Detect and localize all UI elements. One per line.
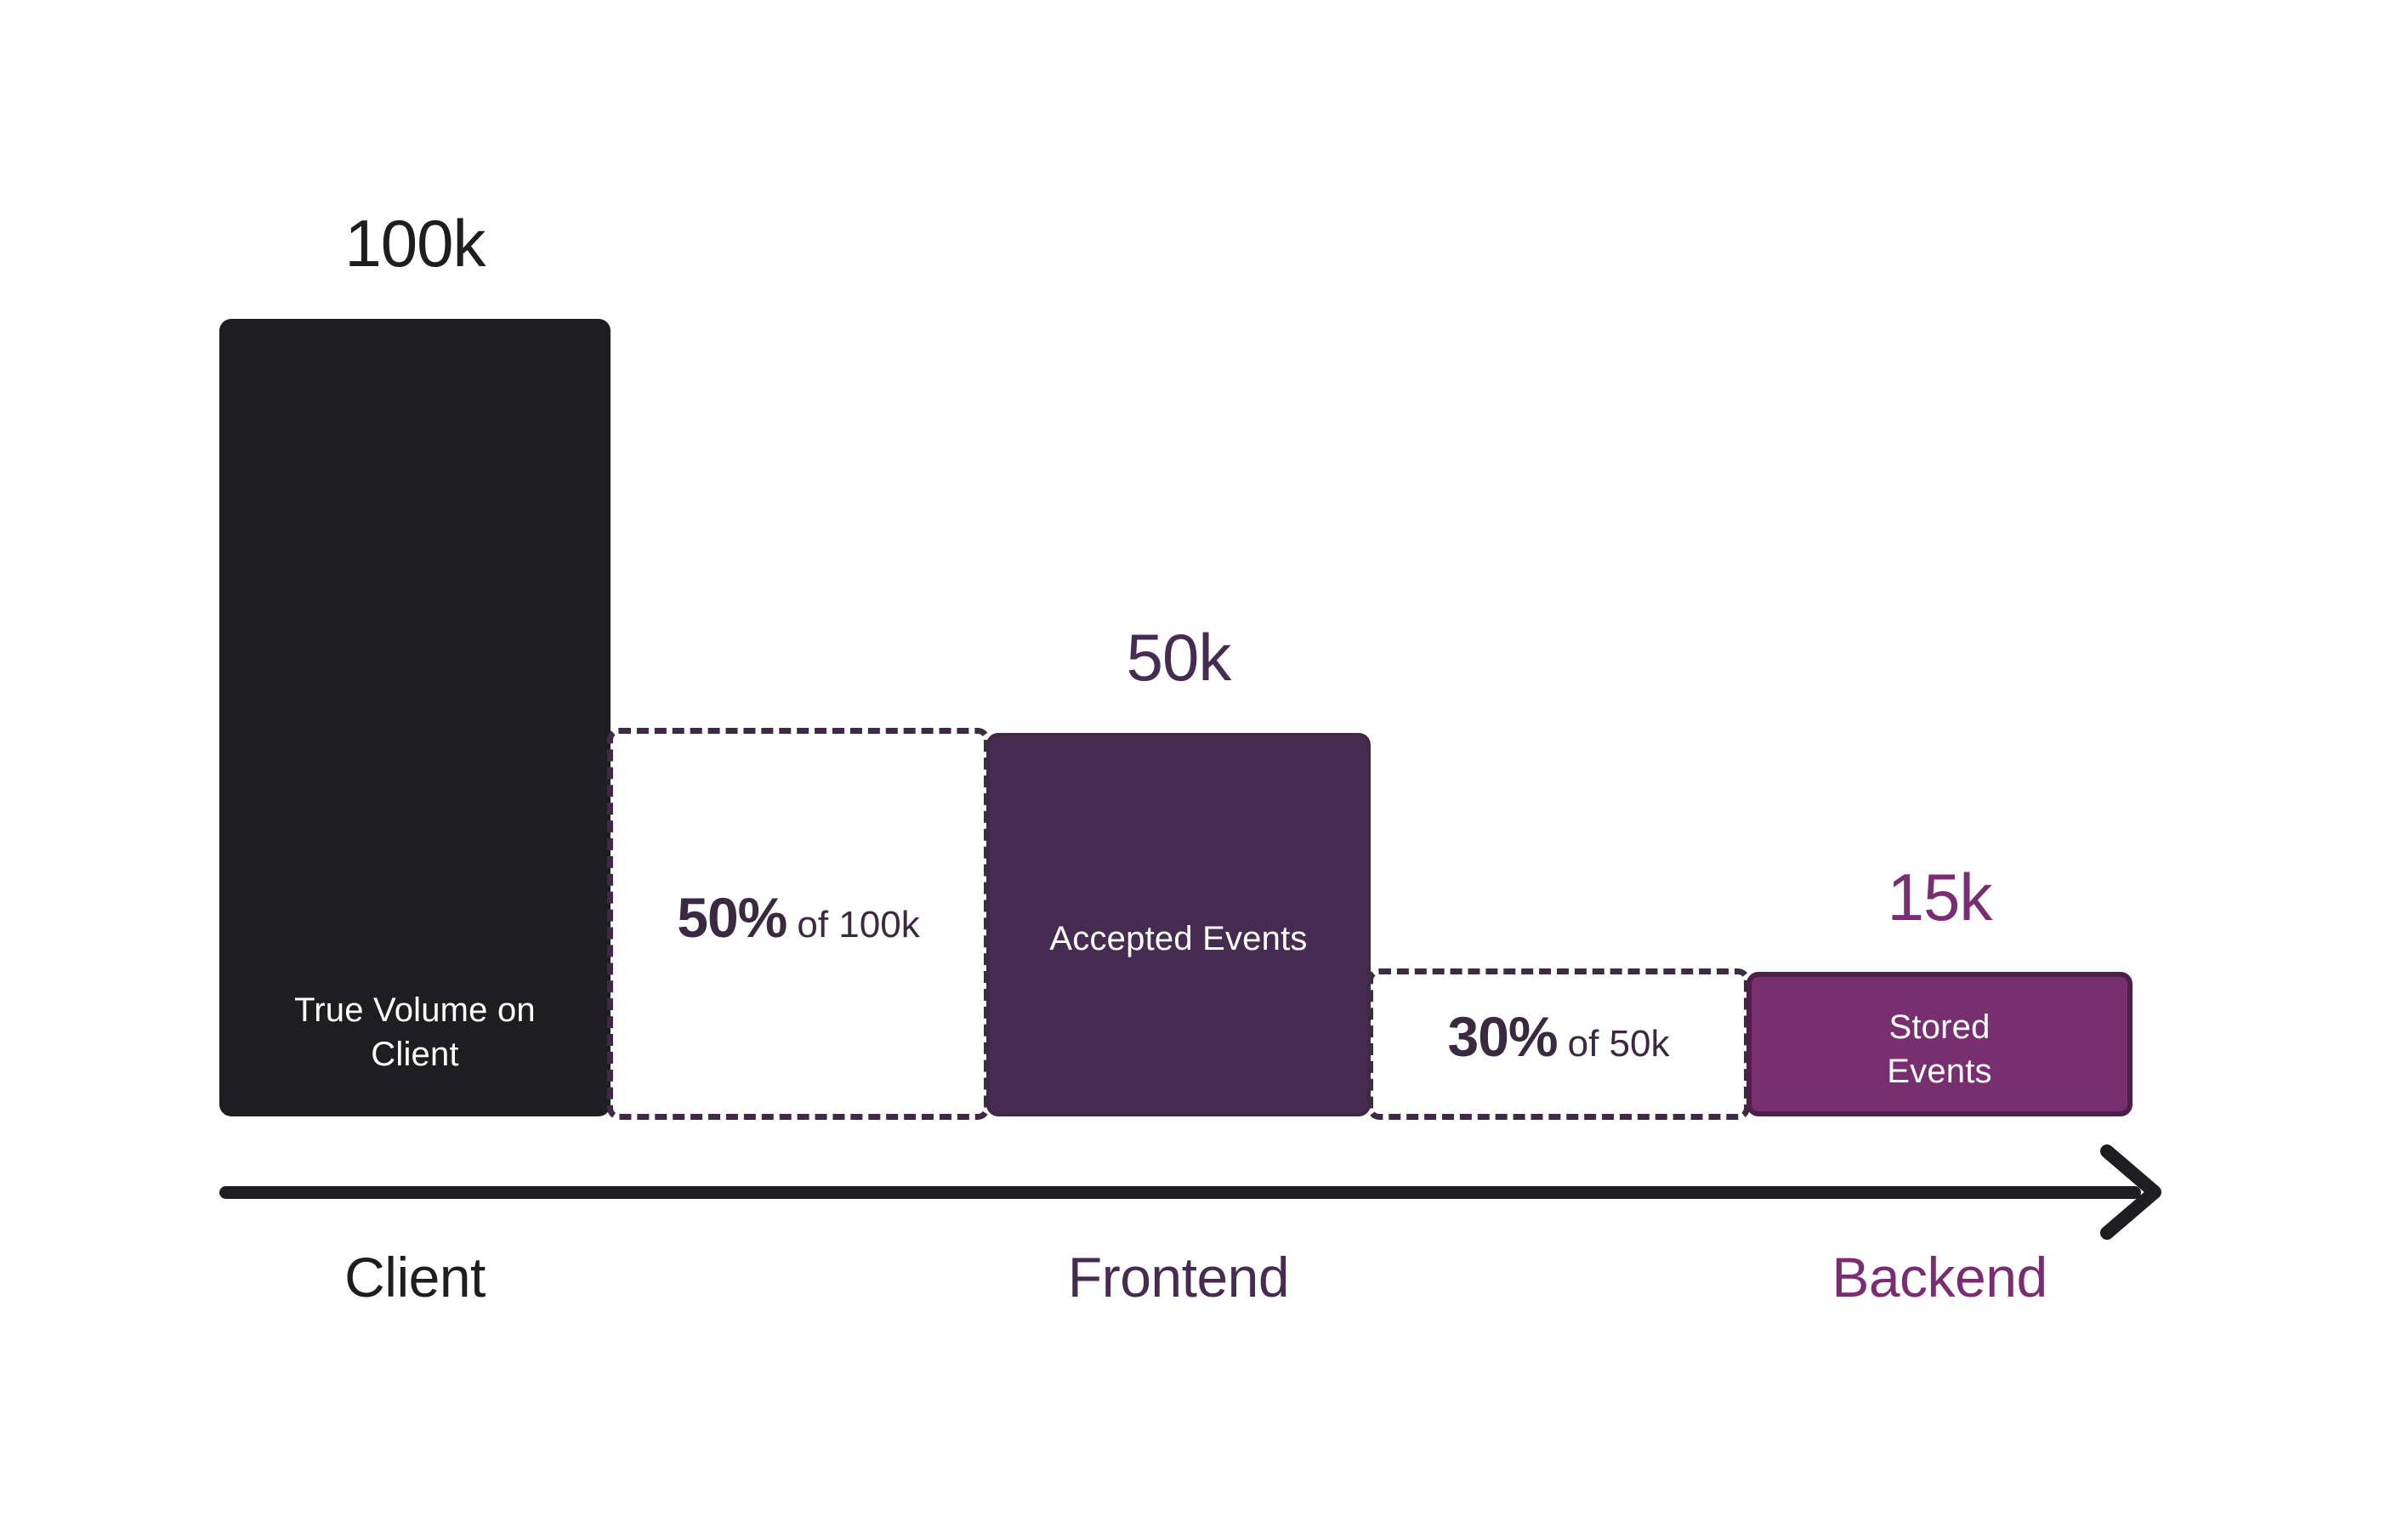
dropoff-percent-2: 30% (1447, 1005, 1559, 1068)
dropoff-label-frontend-to-backend: 30%of 50k (1373, 1004, 1744, 1069)
dropoff-box-frontend-to-backend: 30%of 50k (1367, 968, 1750, 1120)
bar-frontend: Accepted Events (986, 733, 1371, 1116)
bar-client: True Volume on Client (219, 319, 611, 1116)
bar-backend: Stored Events (1746, 972, 2133, 1116)
bar-label-client-line2: Client (371, 1036, 459, 1073)
bar-label-backend: Stored Events (1752, 1005, 2127, 1093)
dropoff-box-client-to-frontend: 50%of 100k (607, 728, 990, 1120)
value-label-client: 100k (344, 206, 486, 281)
value-label-frontend: 50k (1126, 620, 1232, 695)
arrow-right-icon (2092, 1139, 2194, 1245)
dropoff-of-2: of 50k (1567, 1023, 1670, 1065)
dropoff-percent-1: 50% (677, 886, 787, 949)
bar-label-backend-line1: Stored (1888, 1008, 1991, 1046)
dropoff-of-1: of 100k (797, 904, 920, 946)
bar-label-client-line1: True Volume on (294, 991, 536, 1029)
bar-label-client: True Volume on Client (219, 988, 611, 1076)
dropoff-label-client-to-frontend: 50%of 100k (613, 885, 984, 950)
bar-label-backend-line2: Events (1887, 1053, 1992, 1090)
value-label-backend: 15k (1887, 860, 1993, 934)
axis-line (219, 1186, 2141, 1199)
bar-label-frontend: Accepted Events (1049, 920, 1308, 957)
axis-label-backend: Backend (1832, 1246, 2047, 1309)
axis-label-frontend: Frontend (1067, 1246, 1290, 1309)
axis-label-client: Client (344, 1246, 486, 1309)
